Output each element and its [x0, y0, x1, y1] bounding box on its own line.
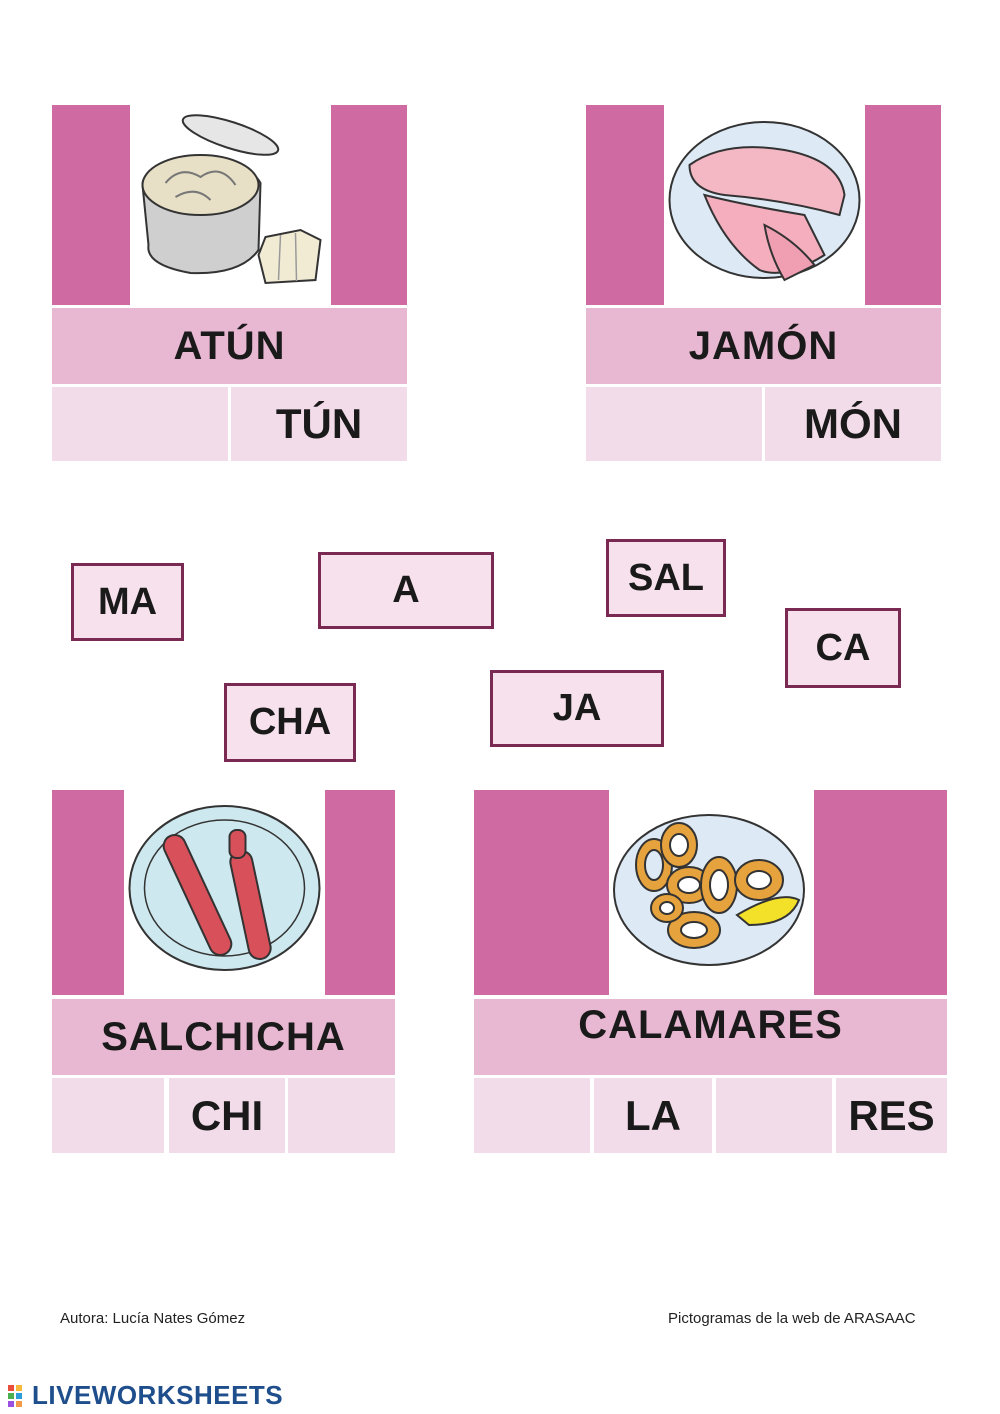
- syllable-drop-slot[interactable]: [52, 387, 228, 461]
- syllable-slot: RES: [836, 1078, 947, 1153]
- word-label: CALAMARES: [474, 999, 947, 1075]
- syllable-drop-slot[interactable]: [716, 1078, 832, 1153]
- liveworksheets-icon: [8, 1383, 30, 1407]
- liveworksheets-logo[interactable]: LIVEWORKSHEETS: [8, 1380, 283, 1411]
- tile-sal[interactable]: SAL: [606, 539, 726, 617]
- card-salchicha: SALCHICHA CHI: [52, 790, 395, 1153]
- side-bar-right: [814, 790, 947, 995]
- side-bar-right: [325, 790, 395, 995]
- syllable-slot: TÚN: [231, 387, 407, 461]
- card-jamon: JAMÓN MÓN: [586, 105, 941, 461]
- tile-a[interactable]: A: [318, 552, 494, 629]
- syllable-drop-slot[interactable]: [288, 1078, 395, 1153]
- sausage-plate-icon: [124, 790, 325, 995]
- squid-rings-plate-icon: [609, 790, 814, 995]
- side-bar-left: [474, 790, 609, 995]
- canned-tuna-icon: [130, 105, 331, 305]
- pictogram-credit: Pictogramas de la web de ARASAAC: [668, 1310, 916, 1327]
- syllable-slot: CHI: [169, 1078, 285, 1153]
- tile-ma[interactable]: MA: [71, 563, 184, 641]
- brand-text: LIVEWORKSHEETS: [32, 1380, 284, 1410]
- tile-ca[interactable]: CA: [785, 608, 901, 688]
- syllable-slot: MÓN: [765, 387, 941, 461]
- syllable-drop-slot[interactable]: [586, 387, 762, 461]
- word-label: ATÚN: [52, 308, 407, 384]
- card-atun: ATÚN TÚN: [52, 105, 407, 461]
- syllable-drop-slot[interactable]: [474, 1078, 590, 1153]
- tile-ja[interactable]: JA: [490, 670, 664, 747]
- author-credit: Autora: Lucía Nates Gómez: [60, 1310, 246, 1327]
- card-calamares: CALAMARES LA RES: [474, 790, 947, 1153]
- side-bar-right: [865, 105, 941, 305]
- side-bar-left: [586, 105, 664, 305]
- side-bar-left: [52, 105, 130, 305]
- side-bar-right: [331, 105, 407, 305]
- syllable-slot: LA: [594, 1078, 712, 1153]
- side-bar-left: [52, 790, 124, 995]
- word-label: SALCHICHA: [52, 999, 395, 1075]
- word-label: JAMÓN: [586, 308, 941, 384]
- tile-cha[interactable]: CHA: [224, 683, 356, 762]
- ham-plate-icon: [664, 105, 865, 305]
- syllable-drop-slot[interactable]: [52, 1078, 164, 1153]
